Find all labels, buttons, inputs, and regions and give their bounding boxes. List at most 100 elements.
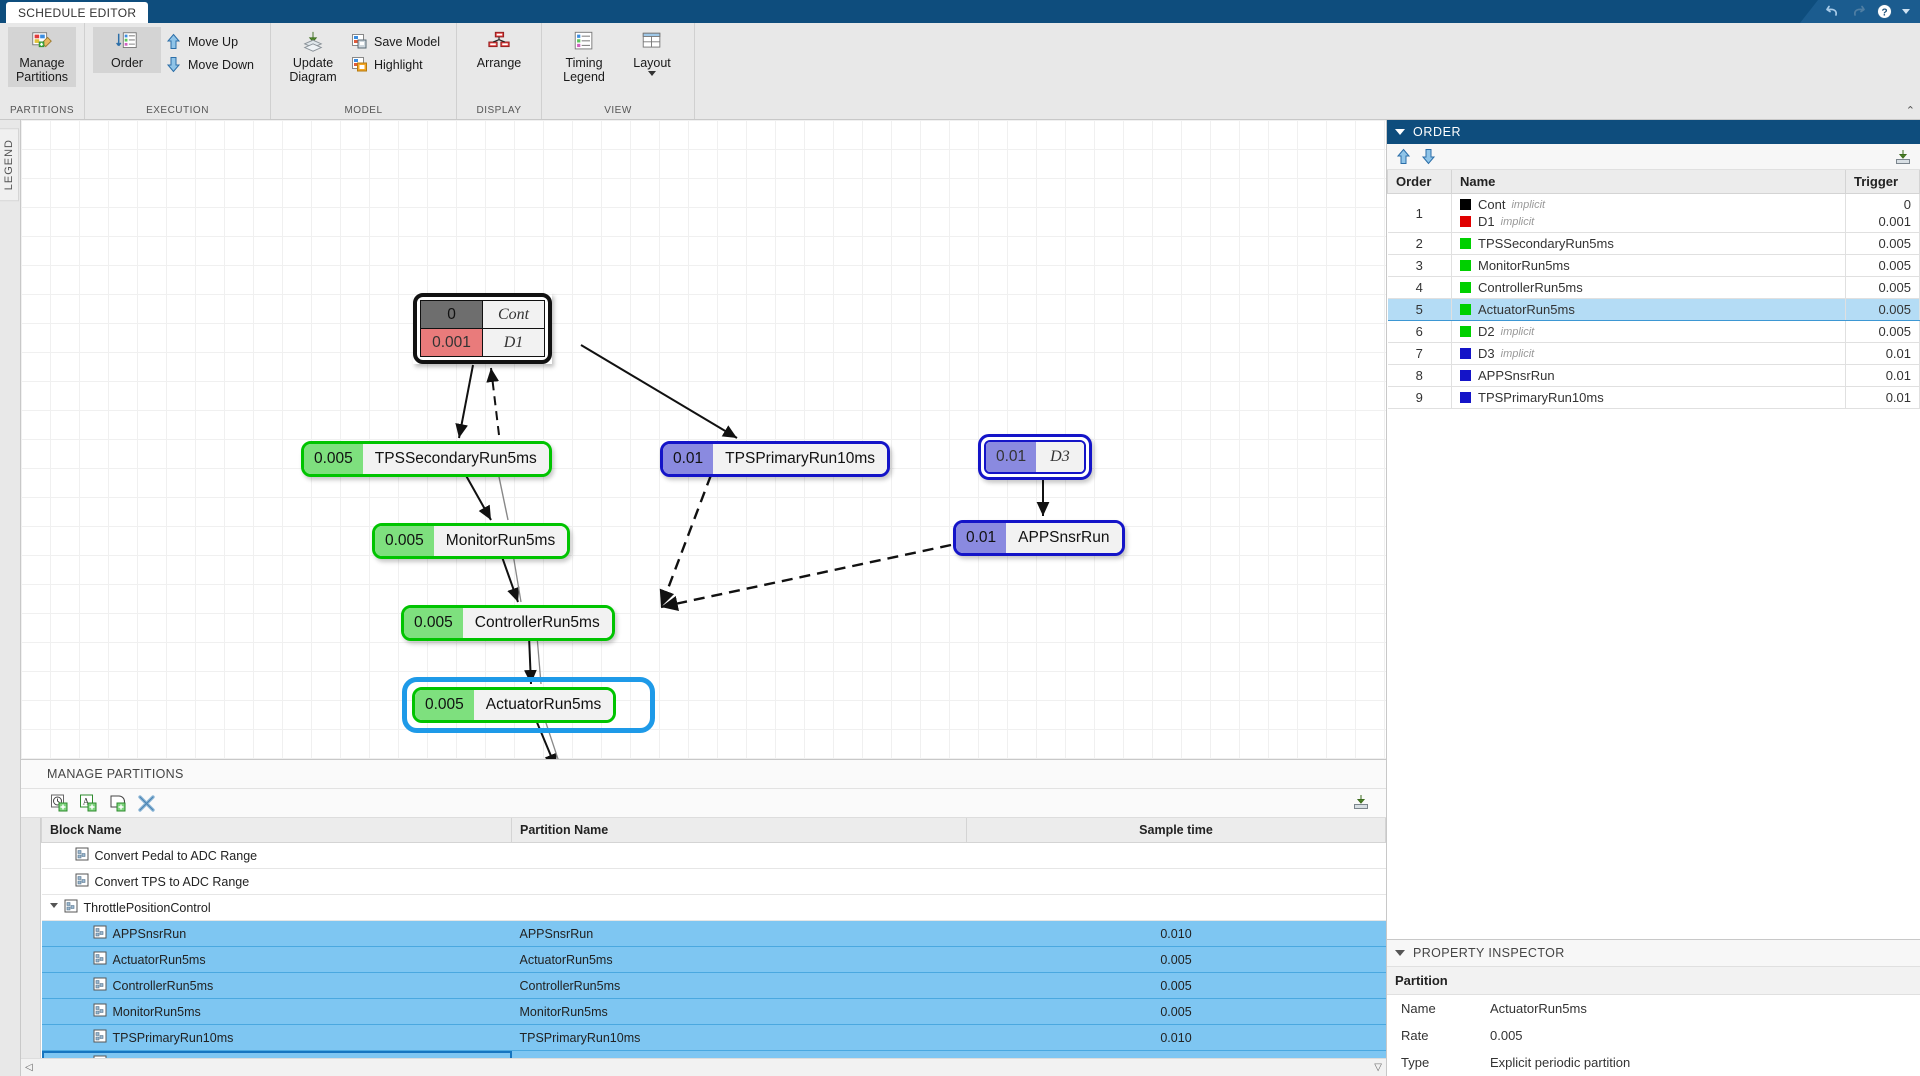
manage-partitions-toolbar: A: [21, 789, 1386, 818]
add-aperiodic-partition-icon[interactable]: A: [78, 793, 98, 813]
timing-legend-button[interactable]: Timing Legend: [550, 27, 618, 87]
scroll-left-icon[interactable]: ◁: [25, 1062, 33, 1073]
chevron-down-icon[interactable]: [648, 71, 657, 76]
highlight-button[interactable]: Highlight: [347, 54, 448, 75]
tpsprimaryrun10ms-rate: 0.01: [663, 444, 714, 474]
actuatorrun5ms-node[interactable]: 0.005 ActuatorRun5ms: [412, 687, 617, 723]
ribbon-group-model: Update Diagram Save Model: [271, 23, 458, 119]
column-header-block-name[interactable]: Block Name: [41, 818, 512, 843]
move-up-button[interactable]: Move Up: [161, 31, 262, 52]
help-icon[interactable]: ?: [1876, 3, 1893, 20]
cell-sample-time: 0.005: [966, 972, 1386, 999]
cell-sample-time: 0.010: [966, 1024, 1386, 1051]
order-trigger-value: 0: [1903, 197, 1911, 212]
manage-partitions-button[interactable]: Manage Partitions: [8, 27, 76, 87]
actuatorrun5ms-label: ActuatorRun5ms: [473, 690, 614, 720]
actuatorrun5ms-selection-ring: [402, 677, 655, 733]
order-trigger-value: 0.01: [1885, 346, 1911, 361]
cont-d1-node[interactable]: 0 Cont 0.001 D1: [413, 293, 552, 364]
table-row[interactable]: ThrottlePositionControl: [41, 894, 1386, 921]
order-empty-space: [1387, 409, 1920, 939]
save-model-button[interactable]: Save Model: [347, 31, 448, 52]
export-icon[interactable]: [1894, 148, 1912, 169]
chevron-down-icon[interactable]: [1902, 9, 1910, 14]
d3-node[interactable]: 0.01 D3: [978, 434, 1092, 480]
block-name-label: TPSSecondaryRun5ms: [113, 1057, 244, 1059]
order-entry: MonitorRun5ms: [1460, 258, 1837, 273]
tab-schedule-editor[interactable]: SCHEDULE EDITOR: [6, 2, 149, 23]
property-value[interactable]: ActuatorRun5ms: [1490, 1001, 1587, 1016]
collapse-ribbon-button[interactable]: ⌃: [1905, 105, 1915, 117]
cell-trigger: 0.005: [1845, 232, 1920, 255]
column-header-sample-time[interactable]: Sample time: [966, 818, 1386, 843]
export-icon[interactable]: [1352, 793, 1372, 813]
layout-button[interactable]: Layout: [618, 27, 686, 79]
arrange-button[interactable]: Arrange: [465, 27, 533, 73]
cell-name: MonitorRun5ms: [1451, 254, 1846, 277]
move-up-label: Move Up: [188, 34, 239, 49]
order-trigger-value: 0.001: [1878, 214, 1911, 229]
move-down-button[interactable]: Move Down: [161, 54, 262, 75]
controllerrun5ms-node[interactable]: 0.005 ControllerRun5ms: [401, 605, 615, 641]
table-row[interactable]: TPSSecondaryRun5msTPSSecondaryRun5ms0.00…: [41, 1050, 1386, 1059]
ribbon-group-execution: Order Move Up Move Down EXECUTION: [85, 23, 271, 119]
cont-rate: 0: [420, 300, 483, 329]
arrow-down-icon[interactable]: [1420, 148, 1437, 165]
collapse-triangle-icon[interactable]: [1395, 129, 1405, 135]
cell-name: APPSnsrRun: [1451, 364, 1846, 387]
column-header-trigger[interactable]: Trigger: [1845, 170, 1920, 194]
table-row[interactable]: Convert TPS to ADC Range: [41, 868, 1386, 895]
order-button[interactable]: Order: [93, 27, 161, 73]
add-periodic-partition-icon[interactable]: [49, 793, 69, 813]
collapse-triangle-icon[interactable]: [1395, 950, 1405, 956]
add-partition-icon[interactable]: [107, 793, 127, 813]
column-header-partition-name[interactable]: Partition Name: [511, 818, 967, 843]
redo-icon[interactable]: [1850, 3, 1867, 20]
cell-order: 5: [1387, 298, 1452, 321]
arrow-up-icon[interactable]: [1395, 148, 1412, 165]
cell-sample-time: 0.005: [966, 1050, 1386, 1058]
cell-block-name: MonitorRun5ms: [41, 998, 512, 1025]
cell-sample-time: [966, 868, 1386, 895]
scroll-down-icon[interactable]: ▽: [1374, 1062, 1382, 1073]
property-value[interactable]: 0.005: [1490, 1028, 1523, 1043]
property-inspector-header[interactable]: PROPERTY INSPECTOR: [1387, 940, 1920, 967]
save-model-label: Save Model: [374, 34, 441, 49]
tpssecondaryrun5ms-node[interactable]: 0.005 TPSSecondaryRun5ms: [301, 441, 552, 477]
property-value[interactable]: Explicit periodic partition: [1490, 1055, 1631, 1070]
schedule-graph-canvas[interactable]: 0 Cont 0.001 D1 0.005 TPSSecondaryRun5ms: [21, 120, 1386, 760]
tpsprimaryrun10ms-node[interactable]: 0.01 TPSPrimaryRun10ms: [660, 441, 891, 477]
order-entry-label: Cont: [1478, 197, 1506, 212]
appsnsrrun-label: APPSnsrRun: [1006, 523, 1122, 553]
cell-trigger: 0.005: [1845, 320, 1920, 343]
order-panel-header[interactable]: ORDER: [1387, 120, 1920, 144]
delete-partition-icon[interactable]: [136, 793, 156, 813]
undo-icon[interactable]: [1824, 3, 1841, 20]
color-swatch-icon: [1460, 238, 1471, 249]
table-row[interactable]: Convert Pedal to ADC Range: [41, 842, 1386, 869]
column-header-order[interactable]: Order: [1387, 170, 1452, 194]
monitorrun5ms-node[interactable]: 0.005 MonitorRun5ms: [372, 523, 571, 559]
column-header-name[interactable]: Name: [1451, 170, 1846, 194]
cell-trigger: 0.005: [1845, 276, 1920, 299]
update-diagram-icon: [301, 30, 325, 54]
expander-icon[interactable]: [49, 903, 58, 912]
legend-tab[interactable]: LEGEND: [0, 128, 19, 202]
color-swatch-icon: [1460, 260, 1471, 271]
update-diagram-button[interactable]: Update Diagram: [279, 27, 347, 87]
appsnsrrun-node[interactable]: 0.01 APPSnsrRun: [953, 520, 1125, 556]
